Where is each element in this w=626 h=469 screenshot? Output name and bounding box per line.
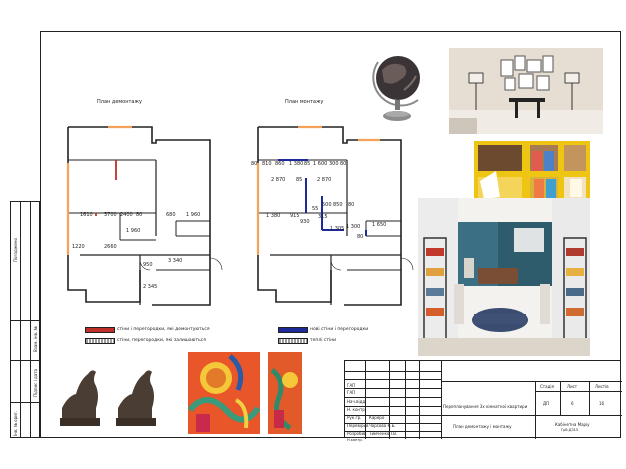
dim-label: 1 305 — [330, 226, 344, 232]
demolition-plan-title: План демонтажу — [97, 99, 142, 105]
stamp-name: Кареро — [369, 415, 385, 420]
demolition-plan-doors — [139, 257, 223, 271]
legend-new-label: нові стіни і перегородки — [310, 327, 369, 332]
installation-plan — [257, 126, 402, 306]
dim-label: 300 — [329, 161, 339, 167]
dim-label: 1610 — [80, 212, 93, 218]
stamp-row: Н.контр. — [347, 438, 363, 442]
dim-label: 85 — [304, 161, 310, 167]
stamp-stage: ДП — [543, 401, 550, 406]
right-dimension-labels: 80 810 860 1 380 85 1 600 300 80 2 870 8… — [251, 161, 386, 240]
margin-row — [11, 320, 39, 321]
dim-label: 860 — [275, 161, 285, 167]
dim-label: 80 — [251, 161, 257, 167]
legend-demolish-label: стіни і перегородки, які демонтуються — [117, 327, 210, 332]
margin-row — [11, 360, 39, 361]
dim-label: 930 — [300, 219, 310, 225]
legend-new-swatch — [278, 327, 308, 333]
stamp-sheet-title: План демонтажу і монтажу — [453, 424, 512, 429]
bookend-photo — [52, 352, 174, 430]
dim-label: 315 — [318, 214, 328, 220]
demolition-plan-red — [95, 160, 117, 216]
dim-label: 3700 — [104, 212, 117, 218]
demolition-plan — [67, 126, 211, 306]
stamp-sheet-no: 6 — [571, 401, 574, 406]
stamp-head-sheets: Листів — [595, 384, 609, 389]
demolition-plan-warm — [66, 125, 132, 255]
dim-label: 1220 — [72, 244, 85, 250]
globe-icon — [372, 56, 420, 121]
stamp-org-line2: Грб.ДЗ15 — [561, 428, 579, 432]
title-block: ГАП ГАП Нач.відд. Н. контр. Рук.гр. Пере… — [344, 360, 622, 442]
legend-warm-label: теплі стіни — [310, 338, 337, 343]
dim-label: 1 960 — [126, 228, 140, 234]
stamp-project-title: Перепланування 3х кімнатної квартири — [443, 404, 528, 409]
stamp-row: ГАП — [347, 390, 356, 395]
dim-label: 1 300 — [346, 224, 360, 230]
dim-label: 2 345 — [143, 284, 157, 290]
stamp-sheets-total: 16 — [599, 401, 605, 406]
stamp-name: Чорсова К.Б. — [369, 423, 396, 428]
dim-label: 1 600 — [313, 161, 327, 167]
legend-warm-swatch — [278, 338, 308, 344]
installation-plan-warm — [256, 125, 380, 255]
dim-label: 2 870 — [317, 177, 331, 183]
left-dimension-labels: 1610 3700 2400 80 680 1 960 1 960 1220 2… — [72, 212, 200, 290]
living-room-photo — [418, 198, 590, 356]
dim-label: 1 650 — [372, 222, 386, 228]
stamp-head-stage: Стадія — [540, 384, 554, 389]
margin-strip: Погоджено Взам. інв. № Підпис і дата Інв… — [10, 201, 40, 438]
stamp-row: Розробив — [347, 431, 367, 436]
dim-label: 1 960 — [186, 212, 200, 218]
margin-col — [11, 202, 21, 437]
dim-label: 80 — [357, 234, 363, 240]
stamp-row: ГАП — [347, 383, 356, 388]
stamp-row: Нач.відд. — [347, 399, 367, 404]
dim-label: 3 340 — [168, 258, 182, 264]
globe-photo — [370, 40, 422, 130]
stamp-head-sheet: Лист — [567, 384, 578, 389]
installation-plan-doors — [330, 257, 414, 271]
dim-label: 80 — [348, 202, 354, 208]
dim-label: 55 — [312, 206, 318, 212]
abstract-painting-photo — [186, 350, 304, 436]
dim-label: 680 — [166, 212, 176, 218]
stamp-org-line1: Кабінетна Маріу — [555, 422, 590, 427]
stamp-row: Рук.гр. — [347, 415, 362, 420]
legend-keep-label: стіни, перегородки, які залишаються — [117, 338, 206, 343]
drawing-frame — [40, 31, 621, 438]
dim-label: 1 380 — [289, 161, 303, 167]
dim-label: 950 — [143, 262, 153, 268]
installation-plan-title: План монтажу — [285, 99, 324, 105]
stamp-name: Тимченко І.В. — [369, 431, 398, 436]
installation-plan-new-walls — [278, 159, 367, 236]
stamp-row: Перевірив — [347, 423, 369, 428]
dim-label: 2400 — [120, 212, 133, 218]
dim-label: 1 380 — [266, 213, 280, 219]
margin-col — [21, 202, 31, 437]
dim-label: 80 — [136, 212, 142, 218]
dim-label: 500 — [322, 202, 332, 208]
legend-demolish-swatch — [85, 327, 115, 333]
dim-label: 850 — [333, 202, 343, 208]
margin-row — [11, 402, 39, 403]
dog-bookend-icon — [60, 370, 156, 426]
legend-keep-swatch — [85, 338, 115, 344]
dim-label: 80 — [340, 161, 346, 167]
dim-label: 85 — [296, 177, 302, 183]
dim-label: 2 870 — [271, 177, 285, 183]
dim-label: 915 — [290, 213, 300, 219]
dim-label: 810 — [262, 161, 272, 167]
dim-label: 2660 — [104, 244, 117, 250]
stamp-row: Н. контр. — [347, 407, 367, 412]
yellow-shelf-photo — [474, 141, 590, 205]
interior-wall-photo — [449, 48, 603, 134]
